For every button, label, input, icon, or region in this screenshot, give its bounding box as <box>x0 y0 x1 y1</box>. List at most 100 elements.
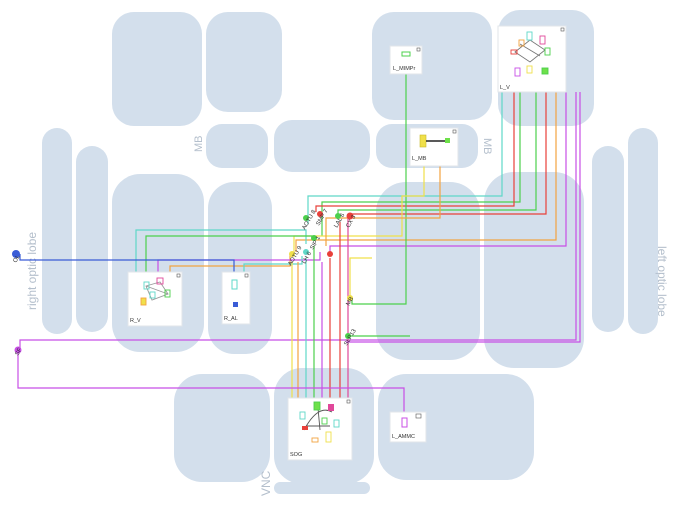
module-l-mb-menu-icon[interactable] <box>452 129 457 134</box>
module-l-v[interactable]: L_V <box>497 25 567 93</box>
region-label-vnc: VNC <box>259 470 273 496</box>
module-sog-node-2 <box>313 401 321 411</box>
module-l-v-network <box>510 31 551 77</box>
wire-lmimpr-green <box>351 74 407 305</box>
connector-sip-1[interactable]: SIP 1 <box>310 235 323 251</box>
connector-slp13-dot <box>345 333 351 339</box>
wire-lv-green-1 <box>321 92 521 236</box>
module-r-al-menu-icon[interactable] <box>244 273 249 278</box>
module-l-mb-card <box>409 127 459 167</box>
module-r-v-node-5 <box>140 297 147 306</box>
module-sog-node-8 <box>325 431 332 443</box>
module-l-mimpr-glyph <box>401 51 411 57</box>
module-l-v-node-1 <box>526 31 533 41</box>
connector-sf-dot <box>14 346 22 354</box>
module-r-al[interactable]: R_AL <box>221 271 251 325</box>
region-central-right-1 <box>376 182 480 360</box>
module-l-mimpr[interactable]: L_MIMPr <box>389 45 423 75</box>
module-l-mimpr-card <box>389 45 423 75</box>
region-top-mid <box>206 12 282 112</box>
module-l-ammc-label: L_AMMC <box>392 434 415 440</box>
wire-slp13-purple <box>346 92 581 343</box>
connector-ol[interactable]: OL <box>12 250 22 264</box>
connector-lh-6-label: LH 6 <box>302 250 314 265</box>
wire-lv-orange <box>295 92 557 252</box>
module-l-mimpr-label: L_MIMPr <box>393 66 415 72</box>
module-r-v-label: R_V <box>130 318 141 324</box>
connector-mb-dot <box>347 295 353 301</box>
module-l-v-node-5 <box>544 47 551 56</box>
connector-sf[interactable]: SF <box>14 346 24 358</box>
module-l-v-menu-icon[interactable] <box>560 27 565 32</box>
module-l-ammc[interactable]: L_AMMC <box>389 411 427 443</box>
module-l-v-label: L_V <box>500 85 510 91</box>
module-sog-menu-icon[interactable] <box>346 399 351 404</box>
connector-cx-3-dot <box>346 212 354 220</box>
module-l-ammc-node <box>401 417 408 428</box>
module-sog-network <box>299 401 340 443</box>
connector-slp13[interactable]: SLP13 <box>344 328 359 347</box>
module-sog-node-4 <box>302 426 308 430</box>
wire-lmb-orange <box>325 166 441 246</box>
wire-mb-yellow <box>349 257 372 296</box>
module-l-v-node-7 <box>526 65 533 74</box>
module-l-v-node-4 <box>518 39 525 47</box>
module-l-ammc-card <box>389 411 427 443</box>
region-central-right-2 <box>484 172 584 368</box>
module-l-mb-node-yellow <box>419 134 427 148</box>
region-labels: MB MB right optic lobe left optic lobe V… <box>25 136 669 497</box>
module-l-mb-node-green <box>445 138 450 143</box>
module-r-v-node-2 <box>156 277 164 285</box>
module-r-v[interactable]: R_V <box>127 271 183 327</box>
region-mb-calyx-left <box>206 124 268 168</box>
connector-aotu-8[interactable]: AOTU 8 <box>302 209 318 231</box>
module-r-v-menu-icon[interactable] <box>176 273 181 278</box>
region-mb-calyx-mid <box>274 120 370 172</box>
module-l-ammc-menu-icon[interactable] <box>415 413 422 419</box>
region-optic-lobe-right-2 <box>76 146 108 332</box>
connector-aotu-9-dot <box>289 251 295 257</box>
wire-rv-cyan <box>135 229 307 272</box>
module-sog-node-7 <box>311 437 319 443</box>
connector-aotu-8-dot <box>303 215 309 221</box>
module-l-v-node-8 <box>541 67 549 75</box>
region-top-right <box>372 12 492 120</box>
module-sog[interactable]: SOG <box>287 397 353 461</box>
connector-cx-3[interactable]: CX 3 <box>346 212 358 230</box>
module-r-al-card <box>221 271 251 325</box>
module-r-al-node-blue <box>233 302 238 307</box>
region-top-left <box>112 12 202 126</box>
wire-lv-red-1 <box>315 92 515 212</box>
connector-smp-7-dot <box>317 211 323 217</box>
wire-sf-purple <box>17 350 405 412</box>
connector-mb[interactable]: MB <box>346 295 356 307</box>
connector-lh-6[interactable]: LH 6 <box>302 249 314 265</box>
module-sog-node-3 <box>328 404 334 411</box>
connector-sip-1-dot <box>311 235 317 241</box>
module-l-mimpr-menu-icon[interactable] <box>416 47 421 52</box>
module-l-mb-label: L_MB <box>412 156 427 162</box>
wire-lv-purple-1 <box>329 92 567 254</box>
region-label-left-optic-lobe: left optic lobe <box>655 246 669 317</box>
module-r-v-node-1 <box>143 281 150 290</box>
wire-ral-blue <box>19 254 235 272</box>
connector-ol-dot <box>12 250 20 258</box>
module-r-al-label: R_AL <box>224 316 238 322</box>
module-r-al-node-cyan <box>231 279 238 290</box>
wire-ral-cyan <box>243 256 303 272</box>
connector-lh-red[interactable] <box>327 251 333 257</box>
connector-mb-label: MB <box>346 296 356 307</box>
connector-ol-label: OL <box>13 253 23 264</box>
region-central-left-2 <box>208 182 272 354</box>
module-l-v-node-3 <box>510 49 518 55</box>
region-vnc-bottom <box>274 482 370 494</box>
connector-sf-label: SF <box>15 347 24 357</box>
region-optic-lobe-left-1 <box>592 146 624 332</box>
module-r-v-card <box>127 271 183 327</box>
module-l-mb[interactable]: L_MB <box>409 127 459 167</box>
connector-lh-6-dot <box>303 249 309 255</box>
connector-lal-6-dot <box>335 213 341 219</box>
region-label-mb-right: MB <box>481 138 493 155</box>
